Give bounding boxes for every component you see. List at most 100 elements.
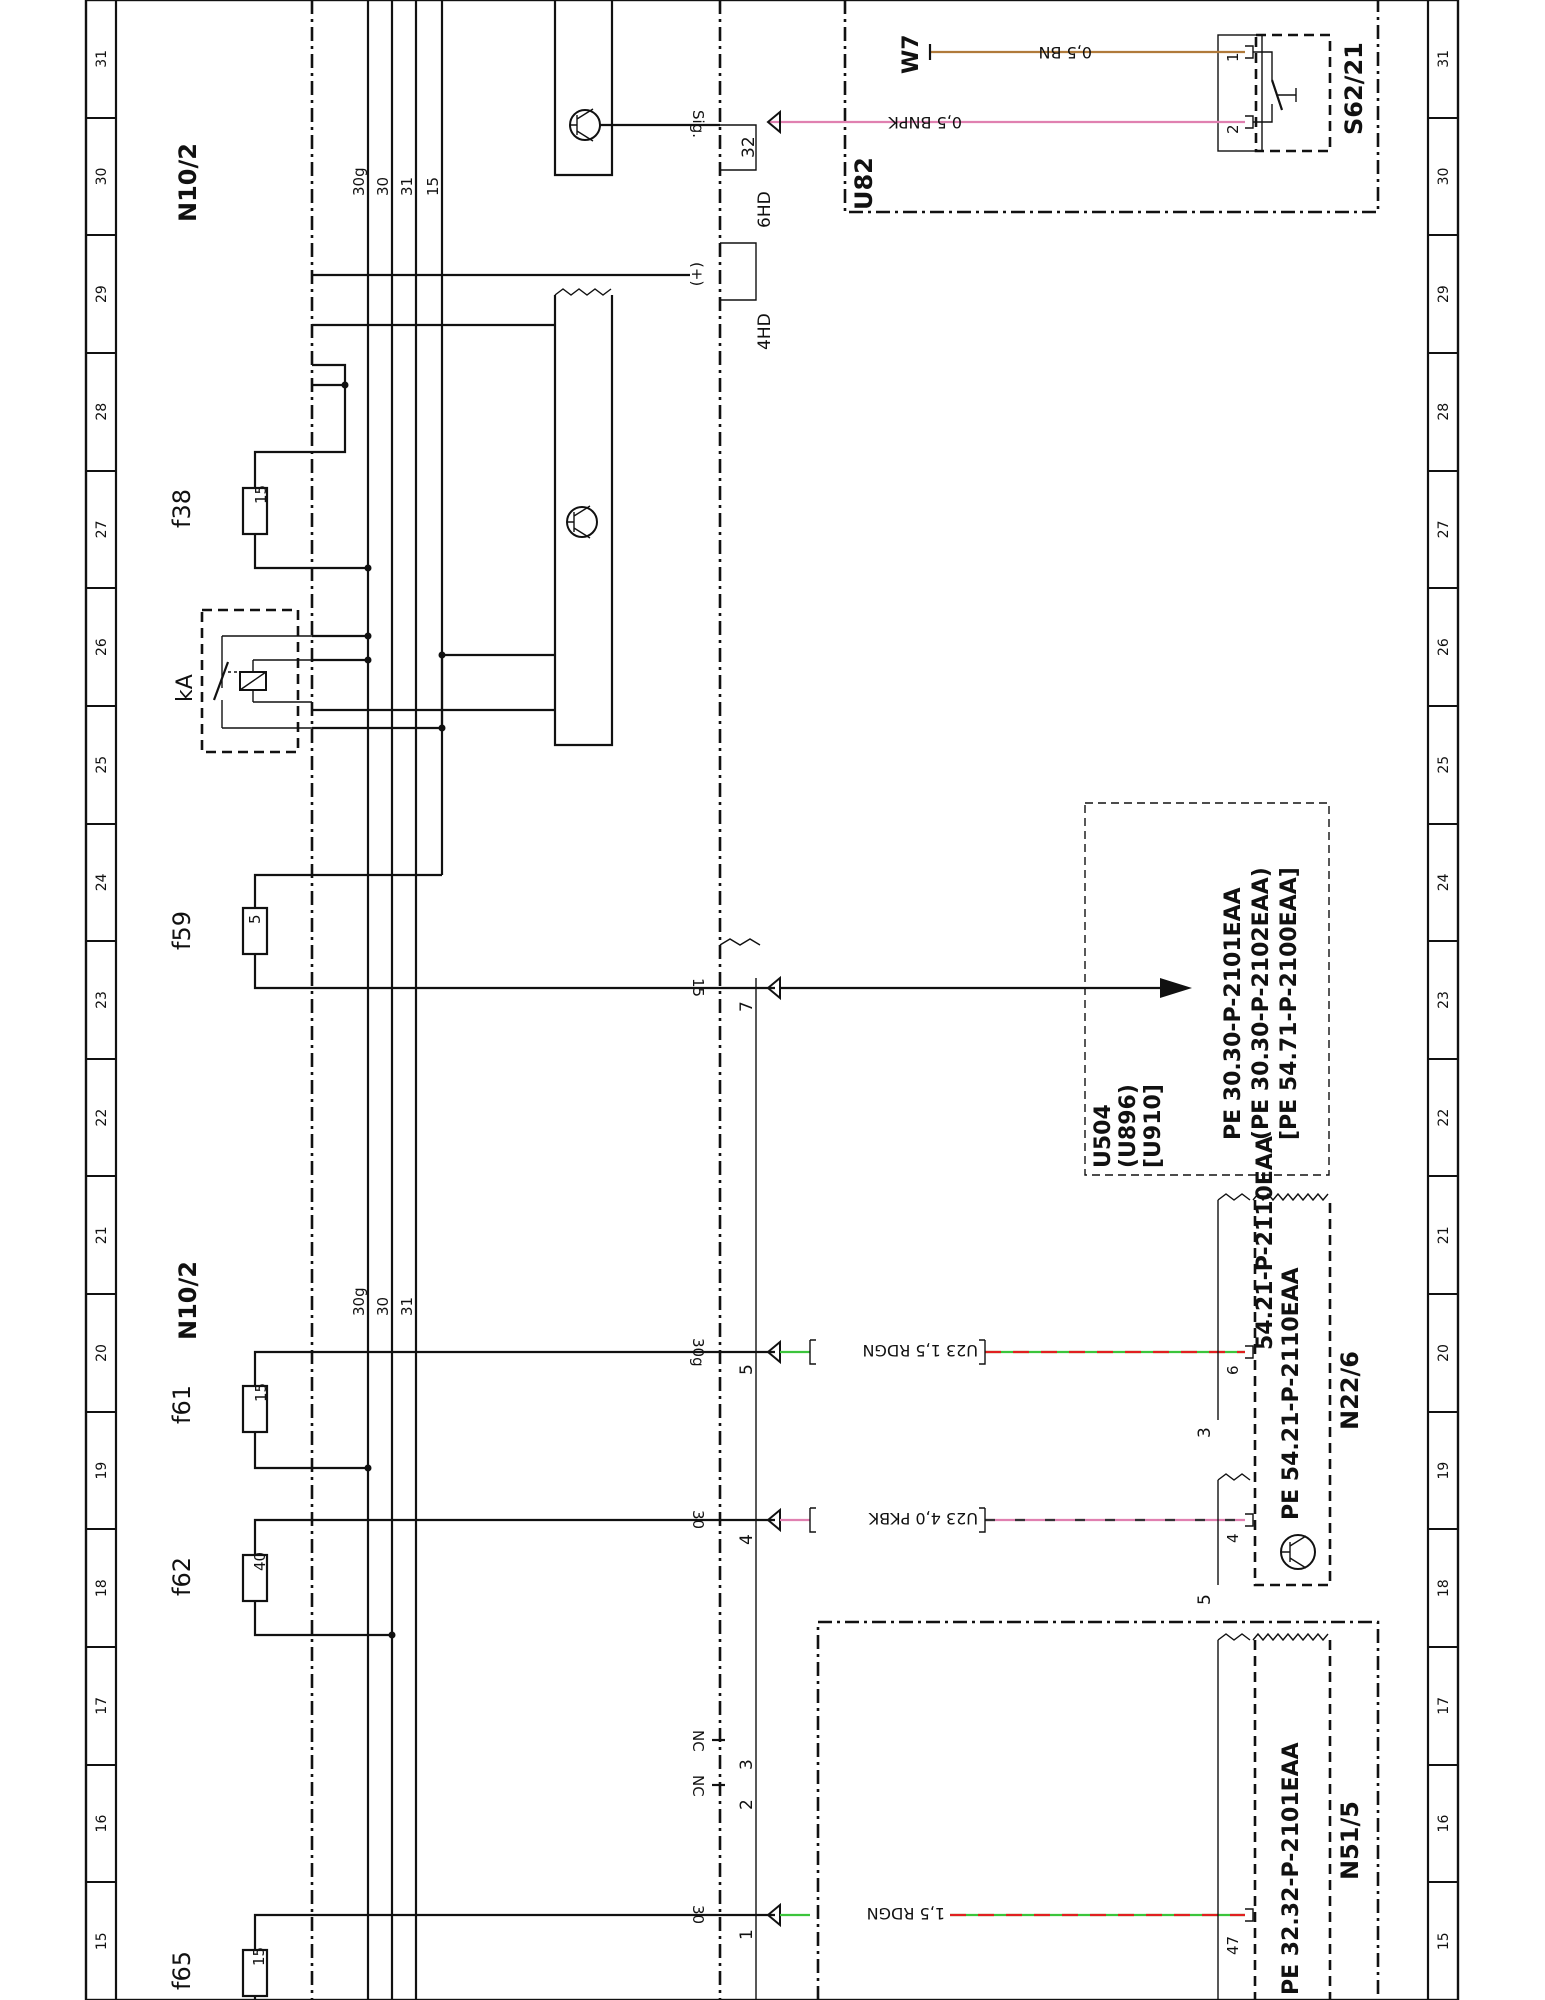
grid-number: 18 <box>94 1579 110 1597</box>
u504-label-3: [U910] <box>1141 1084 1166 1168</box>
fuse-f62 <box>241 1507 1245 1639</box>
fuse-label-f62: f62 <box>168 1557 196 1596</box>
connector-label-plus: (+) <box>688 262 706 286</box>
fuse-rating-f59: 5 <box>246 914 264 924</box>
grid-number: 24 <box>94 873 110 891</box>
connector-pin-3: 3 <box>737 1759 757 1770</box>
fuse-label-f38: f38 <box>168 489 196 528</box>
grid-number: 26 <box>94 638 110 656</box>
connector-nc-2: NC <box>689 1775 707 1797</box>
n22-module-ref: 54.21-P-2110EAA <box>1253 1136 1278 1350</box>
transistor-block-top <box>553 0 720 177</box>
fuse-rating-f61: 15 <box>252 1383 270 1402</box>
grid-number: 28 <box>1436 403 1452 421</box>
grid-number: 29 <box>94 285 110 303</box>
frame <box>84 0 1460 2000</box>
grid-number: 23 <box>1436 991 1452 1009</box>
wire-label-w7: 0,5 BN <box>1039 43 1092 62</box>
u504-ref-1: PE 30.30-P-2101EAA <box>1221 887 1246 1140</box>
grid-ticks <box>86 0 1458 2000</box>
fuse-f38 <box>241 363 372 572</box>
grid-number: 18 <box>1436 1579 1452 1597</box>
connector-pin-4: 4 <box>737 1534 757 1545</box>
grid-number: 31 <box>94 50 110 68</box>
n22-pin-6: 6 <box>1224 1365 1242 1375</box>
bus-label-31-bottom: 31 <box>398 1297 416 1316</box>
connector-break-top <box>719 938 761 946</box>
module-label-u82: U82 <box>850 157 878 210</box>
grid-number: 15 <box>94 1932 110 1950</box>
grid-number: 21 <box>94 1226 110 1244</box>
n22-pin-3: 3 <box>1195 1427 1215 1438</box>
n51-pin-47: 47 <box>1224 1936 1242 1955</box>
grid-number: 16 <box>1436 1815 1452 1833</box>
u82-module <box>766 0 1380 214</box>
grid-number: 22 <box>94 1109 110 1127</box>
u504-ref-3: [PE 54.71-P-2100EAA] <box>1277 867 1302 1140</box>
grid-number: 28 <box>94 403 110 421</box>
connector-pin-5: 5 <box>737 1364 757 1375</box>
connector-pin-15: 15 <box>689 978 707 997</box>
connector-pin-2: 2 <box>737 1799 757 1810</box>
grid-number: 19 <box>94 1462 110 1480</box>
bus-label-15-top: 15 <box>424 177 442 196</box>
grid-number: 23 <box>94 991 110 1009</box>
wire-label-s62: 0,5 BNPK <box>888 113 962 132</box>
relay-ka <box>200 608 446 754</box>
grid-number: 16 <box>94 1815 110 1833</box>
grid-number: 20 <box>1436 1344 1452 1362</box>
bus-label-30-bottom: 30 <box>374 1297 392 1316</box>
bus-label-30g-top: 30g <box>350 167 368 196</box>
relay-label-ka: kA <box>173 674 198 702</box>
switch-pin-2: 2 <box>1224 124 1242 134</box>
n22-ref: PE 54.21-P-2110EAA <box>1279 1267 1304 1520</box>
bus-bars <box>366 0 444 2000</box>
module-label-n10-bottom: N10/2 <box>174 1261 202 1340</box>
n51-ref: PE 32.32-P-2101EAA <box>1279 1742 1304 1995</box>
grid-number: 30 <box>1436 168 1452 186</box>
grid-number: 17 <box>94 1697 110 1715</box>
module-label-s62: S62/21 <box>1340 42 1368 135</box>
bus-label-30g-bottom: 30g <box>350 1287 368 1316</box>
grid-number: 26 <box>1436 638 1452 656</box>
grid-number: 17 <box>1436 1697 1452 1715</box>
n22-pin-4: 4 <box>1224 1533 1242 1543</box>
module-label-n22: N22/6 <box>1336 1351 1364 1430</box>
connector-plus <box>312 124 757 301</box>
fuse-f59 <box>241 873 1192 1001</box>
u504-ref-2: (PE 30.30-P-2102EAA) <box>1249 867 1274 1140</box>
grid-number: 20 <box>94 1344 110 1362</box>
connector-pin-32: 32 <box>739 136 759 158</box>
module-label-w7: W7 <box>899 34 924 74</box>
u504-label-2: (U896) <box>1116 1084 1141 1168</box>
transistor-block-upper <box>312 288 614 747</box>
grid-number: 31 <box>1436 50 1452 68</box>
u504-reference-box <box>1084 802 1330 1176</box>
u504-label-1: U504 <box>1091 1104 1116 1168</box>
fuse-rating-f38: 15 <box>252 485 270 504</box>
n22-pin-5: 5 <box>1195 1594 1215 1605</box>
connector-pin-30b: 30 <box>689 1905 707 1924</box>
fuse-rating-f62: 40 <box>251 1552 269 1571</box>
grid-number: 24 <box>1436 873 1452 891</box>
grid-number: 25 <box>1436 756 1452 774</box>
connector-label-sig: Sig. <box>689 110 707 138</box>
n22-module <box>1217 1192 1332 1587</box>
grid-number: 21 <box>1436 1226 1452 1244</box>
connector-label-4hd: 4HD <box>755 313 775 350</box>
grid-number: 15 <box>1436 1932 1452 1950</box>
module-label-n10-top: N10/2 <box>174 143 202 222</box>
grid-number: 27 <box>94 520 110 538</box>
fuse-label-f59: f59 <box>168 911 196 950</box>
grid-number: 27 <box>1436 520 1452 538</box>
module-label-n51: N51/5 <box>1336 1801 1364 1880</box>
n51-module <box>816 1620 1380 2000</box>
grid-number: 19 <box>1436 1462 1452 1480</box>
nc-pins <box>712 1738 725 1787</box>
fuse-label-f65: f65 <box>168 1951 196 1990</box>
fuse-f65 <box>241 1902 1245 2000</box>
connector-nc-1: NC <box>689 1730 707 1752</box>
